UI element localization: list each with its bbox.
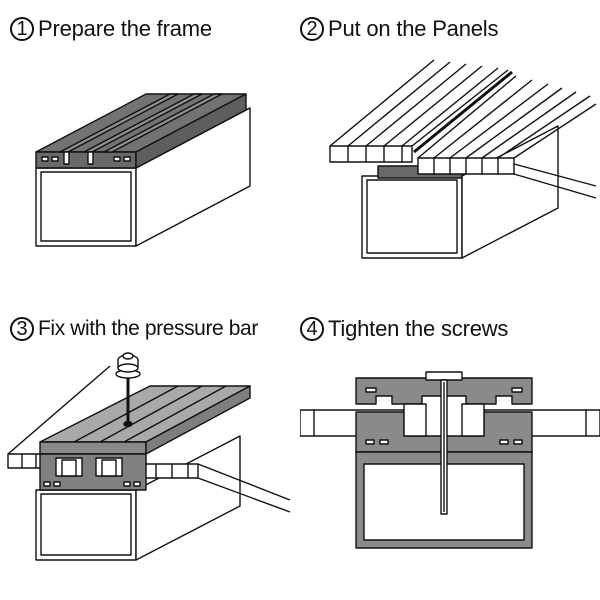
frame-hollow	[40, 493, 132, 556]
left-panel-ribs	[329, 59, 509, 147]
step-number-badge: 3	[10, 317, 34, 341]
step-pressure-bar: 3 Fix with the pressure bar	[0, 300, 300, 600]
profile-groove	[87, 151, 94, 165]
pressure-bar-front	[39, 441, 147, 455]
frame-hollow	[366, 179, 458, 254]
screw-head	[425, 371, 463, 381]
step-number-badge: 2	[300, 17, 324, 41]
step-title: Fix with the pressure bar	[38, 317, 258, 340]
frame-illustration	[35, 93, 251, 247]
profile-slot	[51, 156, 59, 162]
cross-section-illustration	[300, 371, 600, 549]
frame-side-face	[135, 435, 241, 561]
profile-groove	[63, 151, 70, 165]
right-panel-ribs	[417, 75, 597, 159]
screw-hole	[123, 420, 133, 428]
step-tighten-screws: 4 Tighten the screws	[300, 300, 600, 600]
step-title: Prepare the frame	[38, 16, 212, 41]
step-number-badge: 1	[10, 17, 34, 41]
pressure-bar-lines	[73, 385, 227, 443]
frame-side-face	[461, 125, 559, 259]
base-profile-side	[135, 93, 247, 169]
step-caption: 4 Tighten the screws	[300, 314, 508, 344]
step-caption: 2 Put on the Panels	[300, 14, 498, 44]
step-number-badge: 4	[300, 317, 324, 341]
profile-cavity	[403, 403, 427, 437]
profile-slot	[41, 156, 49, 162]
profile-rib	[103, 93, 223, 153]
left-panel-edge	[329, 145, 413, 163]
step-caption: 3 Fix with the pressure bar	[10, 314, 258, 344]
step-put-panels: 2 Put on the Panels	[300, 0, 600, 300]
step-prepare-frame: 1 Prepare the frame	[0, 0, 300, 300]
step-caption: 1 Prepare the frame	[10, 14, 212, 44]
panel-joint	[413, 70, 513, 154]
panels-illustration	[329, 59, 597, 259]
pressure-bar-illustration	[7, 352, 291, 561]
base-profile-front	[35, 151, 137, 169]
profile-cavity	[461, 403, 485, 437]
frame-hollow	[40, 171, 132, 242]
profile-slot	[113, 156, 121, 162]
step-title: Put on the Panels	[328, 16, 499, 41]
step-title: Tighten the screws	[328, 316, 509, 341]
profile-slot	[123, 156, 131, 162]
pressure-bar-side	[145, 385, 251, 455]
panel-bottom-edge	[513, 173, 597, 199]
